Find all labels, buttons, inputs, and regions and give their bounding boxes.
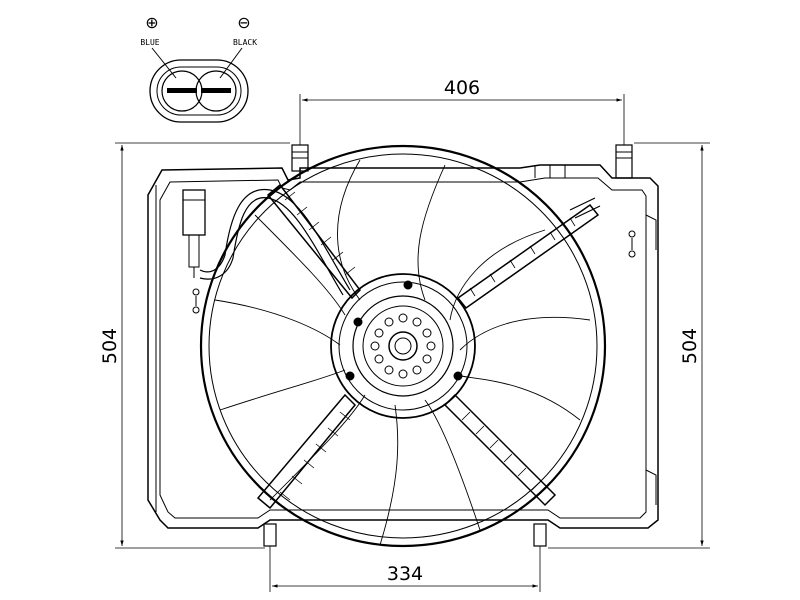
wire-harness: [182, 188, 351, 296]
dimension-right-height: 504: [548, 142, 710, 549]
dimension-406-label: 406: [444, 77, 480, 99]
fan-ring: [199, 144, 607, 548]
mount-pin-bottom-left: [263, 523, 277, 547]
fan-shroud: [147, 144, 659, 547]
connector-detail: ⊕ ⊖ BLUE BLACK: [140, 13, 257, 123]
wire-plug: [182, 189, 206, 236]
support-struts: [256, 183, 601, 510]
positive-terminal-symbol: ⊕: [145, 13, 158, 32]
dimension-top-width: 406: [299, 77, 625, 145]
mount-pin-top-right: [615, 144, 633, 179]
mount-pin-bottom-right: [533, 523, 547, 547]
hub-bolt-holes: [370, 313, 436, 379]
dimension-504-right-label: 504: [679, 328, 701, 364]
negative-wire-label: BLACK: [233, 38, 257, 47]
dimension-bottom-width: 334: [269, 546, 541, 592]
positive-wire-label: BLUE: [140, 38, 159, 47]
dimension-334-label: 334: [387, 563, 423, 585]
motor-hub: [330, 273, 476, 419]
dimension-504-left-label: 504: [99, 328, 121, 364]
side-clips: [192, 230, 636, 314]
negative-terminal-symbol: ⊖: [237, 13, 250, 32]
dimension-left-height: 504: [99, 142, 290, 549]
connector-housing: [149, 59, 249, 123]
